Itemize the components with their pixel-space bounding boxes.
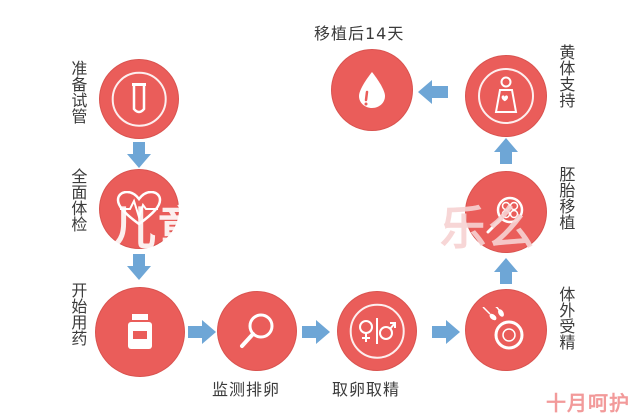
step-label-exam: 全面体检 bbox=[68, 168, 88, 232]
arrow-right-1 bbox=[188, 320, 216, 344]
step-circle-monitor bbox=[218, 292, 296, 370]
step-label-prepare: 准备试管 bbox=[68, 60, 88, 124]
arrow-left-1 bbox=[418, 80, 448, 104]
step-label-transfer: 胚胎移植 bbox=[556, 166, 576, 230]
step-circle-medication bbox=[96, 288, 184, 376]
step-circle-retrieve bbox=[338, 292, 416, 370]
watermark-main-left: 儿童 bbox=[110, 201, 206, 255]
egg-sperm-icon bbox=[482, 307, 524, 350]
arrow-down-2 bbox=[127, 254, 151, 280]
test-tube-icon bbox=[132, 83, 146, 114]
step-circle-transfer bbox=[466, 172, 546, 252]
step-label-medication: 开始用药 bbox=[68, 282, 88, 346]
step-circle-fertilize bbox=[466, 290, 546, 370]
step-circle-exam bbox=[100, 170, 178, 248]
step-label-monitor: 监测排卵 bbox=[212, 380, 281, 399]
arrow-down-1 bbox=[127, 142, 151, 168]
gender-symbols-icon bbox=[359, 318, 396, 344]
heartbeat-icon bbox=[116, 191, 162, 226]
step-circle-after bbox=[332, 50, 412, 130]
pill-bottle-icon bbox=[128, 314, 152, 349]
step-label-retrieve: 取卵取精 bbox=[332, 380, 401, 399]
step-label-after: 移植后14天 bbox=[314, 24, 405, 43]
blood-drop-icon bbox=[359, 72, 385, 108]
magnifier-icon bbox=[240, 313, 274, 348]
arrow-right-2 bbox=[302, 320, 330, 344]
step-circle-prepare bbox=[100, 60, 178, 138]
step-label-fertilize: 体外受精 bbox=[556, 286, 576, 350]
embryo-icon bbox=[486, 196, 524, 234]
pregnant-woman-icon bbox=[494, 76, 518, 113]
arrow-up-2 bbox=[494, 138, 518, 164]
arrow-right-3 bbox=[432, 320, 460, 344]
step-circle-support bbox=[466, 56, 546, 136]
arrow-up-1 bbox=[494, 258, 518, 284]
step-label-support: 黄体支持 bbox=[556, 44, 576, 108]
watermark-corner: 十月呵护 bbox=[546, 391, 630, 415]
watermark-main-right: 乐么 bbox=[440, 201, 536, 255]
